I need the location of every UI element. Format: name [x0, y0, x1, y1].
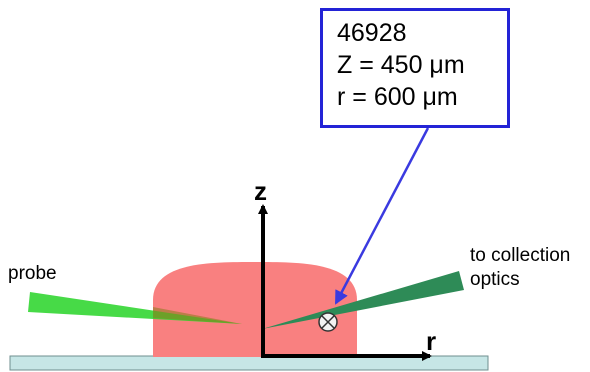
collection-label-line1: to collection — [470, 245, 571, 266]
probe-label: probe — [8, 263, 57, 284]
plasma-plume — [153, 262, 357, 357]
callout-pointer-arrow — [334, 127, 430, 305]
callout-z-value: Z = 450 μm — [337, 51, 465, 79]
substrate — [9, 355, 489, 371]
circled-x-icon — [318, 312, 338, 332]
r-axis-label: r — [426, 326, 437, 356]
collection-beam — [262, 271, 464, 329]
callout-box: 46928 Z = 450 μm r = 600 μm — [320, 8, 510, 128]
collection-label-line2: optics — [470, 269, 520, 290]
z-axis-label: z — [254, 176, 267, 206]
probe-beam-overlap — [153, 307, 242, 324]
callout-id: 46928 — [337, 19, 407, 47]
callout-r-value: r = 600 μm — [337, 83, 458, 111]
